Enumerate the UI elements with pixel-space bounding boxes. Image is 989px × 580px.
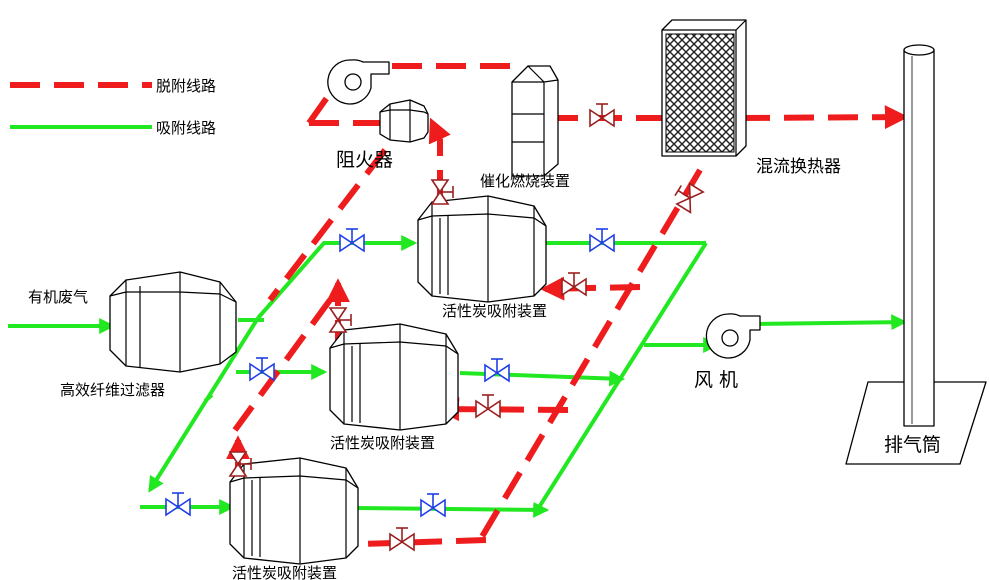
desorption-lines <box>226 63 909 557</box>
valve-icon <box>561 272 587 296</box>
desorption-fan <box>327 59 390 105</box>
catalytic-combustion-label: 催化燃烧装置 <box>480 172 570 190</box>
valve-icon <box>339 228 365 252</box>
fiber-filter-label: 高效纤维过滤器 <box>60 381 165 399</box>
legend-adsorption-label: 吸附线路 <box>156 119 216 137</box>
fan-label: 风 机 <box>694 369 738 391</box>
legend-desorption-label: 脱附线路 <box>156 77 216 95</box>
valve-icon <box>165 492 191 516</box>
valve-icon <box>329 307 352 333</box>
valve-icon <box>475 394 501 418</box>
ac-adsorber-2 <box>329 323 459 431</box>
exhaust-stack <box>845 44 987 465</box>
flame-arrester-label: 阻火器 <box>336 149 393 171</box>
heat-exchanger-label: 混流换热器 <box>756 157 841 177</box>
legend: 脱附线路 吸附线路 <box>10 77 216 137</box>
valve-icon <box>484 358 510 382</box>
flame-arrester <box>379 99 429 143</box>
ac-adsorber-1-label: 活性炭吸附装置 <box>442 302 547 320</box>
valve-icon <box>589 228 615 252</box>
ac-adsorber-3-label: 活性炭吸附装置 <box>232 564 337 580</box>
catalytic-combustion <box>511 65 559 177</box>
main-fan <box>705 313 761 359</box>
fiber-filter <box>109 271 237 373</box>
valve-icon <box>389 527 415 551</box>
valve-icon <box>589 103 615 127</box>
stack-label: 排气筒 <box>884 434 941 456</box>
ac-adsorber-2-label: 活性炭吸附装置 <box>330 434 435 452</box>
valve-icon <box>249 357 275 381</box>
mixed-flow-heat-exchanger <box>661 19 747 157</box>
ac-adsorber-3 <box>229 457 359 565</box>
valve-icon <box>420 493 446 517</box>
ac-adsorber-1 <box>417 195 547 303</box>
organic-waste-gas-label: 有机废气 <box>28 288 88 306</box>
